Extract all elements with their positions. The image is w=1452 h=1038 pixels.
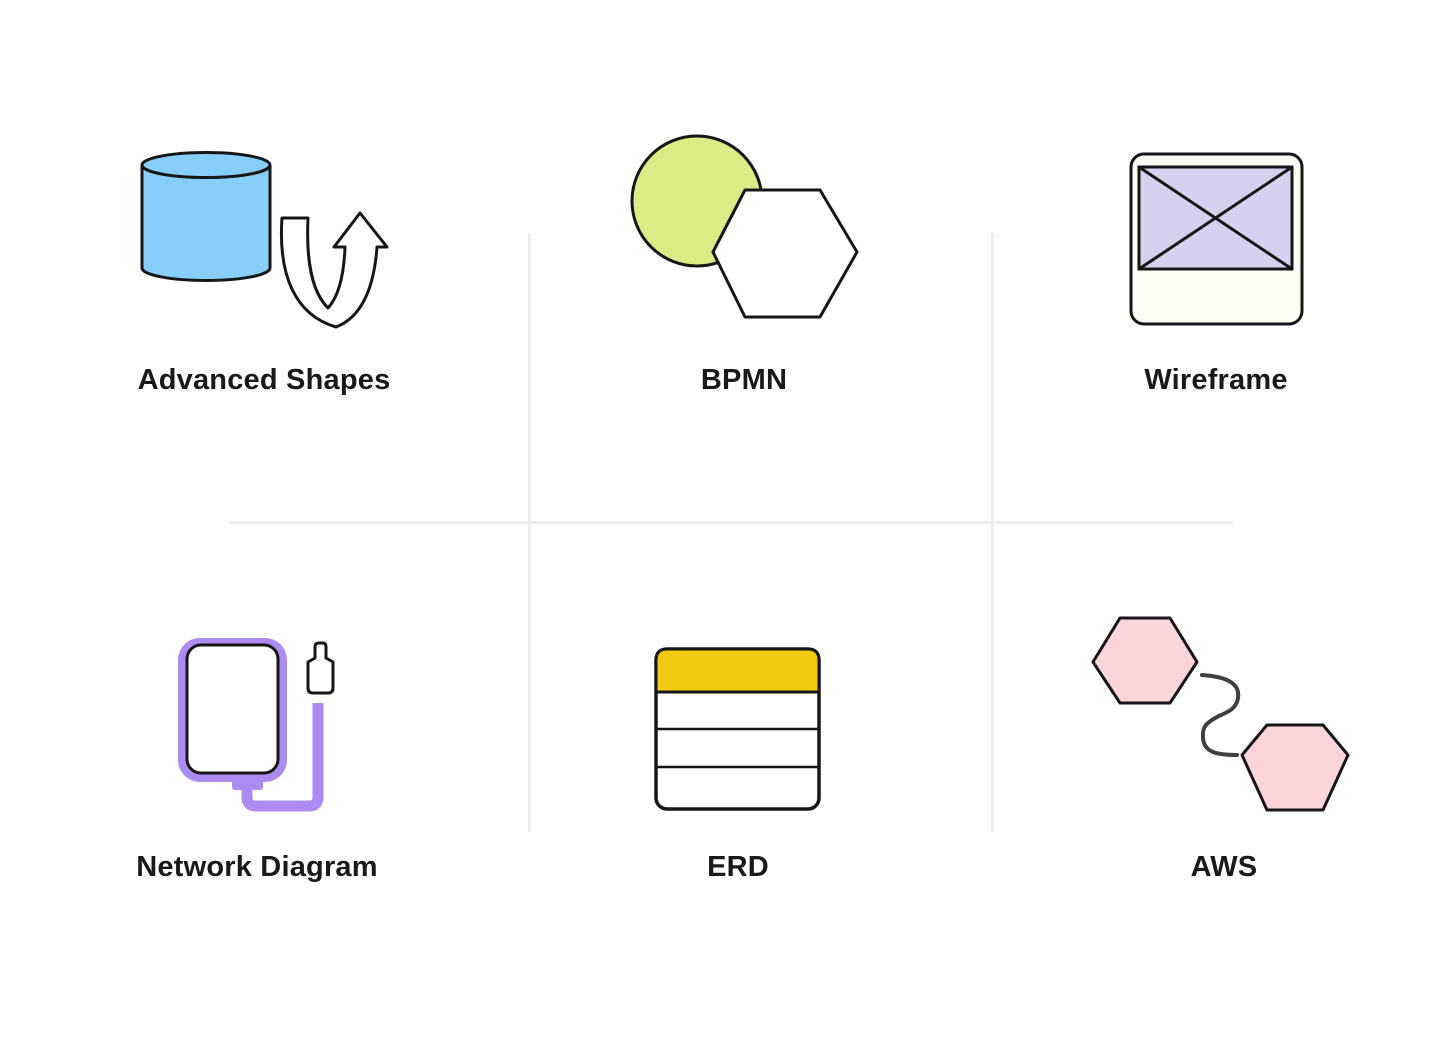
grid-divider-horizontal [230, 521, 1233, 524]
bpmn-hexagon [711, 188, 859, 319]
wireframe-icon [1129, 152, 1304, 326]
category-cell-wireframe[interactable]: Wireframe [992, 0, 1452, 523]
placeholder-diagonal-2 [1138, 165, 1293, 271]
cylinder-body [140, 164, 272, 282]
erd-icon [654, 647, 821, 811]
uturn-arrow [279, 211, 389, 329]
category-cell-bpmn[interactable]: BPMN [529, 0, 992, 523]
bpmn-icon [630, 134, 859, 319]
category-label: Advanced Shapes [137, 364, 391, 396]
category-cell-erd[interactable]: ERD [529, 523, 992, 1038]
device-port-tab [232, 773, 263, 790]
category-cell-aws[interactable]: AWS [992, 523, 1452, 1038]
category-label: AWS [1190, 851, 1258, 883]
category-label: Wireframe [1144, 364, 1288, 396]
usb-connector [306, 641, 335, 695]
grid-divider-vertical-1 [528, 233, 531, 832]
erd-header-row [654, 647, 821, 694]
aws-hexagon-1 [1091, 616, 1199, 705]
category-cell-advanced-shapes[interactable]: Advanced Shapes [0, 0, 529, 523]
category-label: Network Diagram [136, 851, 378, 883]
device-screen [185, 643, 280, 775]
category-label: ERD [707, 851, 769, 883]
cable [241, 703, 324, 812]
category-cell-network-diagram[interactable]: Network Diagram [0, 523, 529, 1038]
advanced-shapes-icon [140, 151, 389, 329]
category-label: BPMN [700, 364, 788, 396]
network-diagram-icon [178, 638, 335, 812]
aws-hexagon-2 [1240, 723, 1350, 812]
aws-icon [1091, 616, 1350, 812]
cylinder-top [140, 151, 272, 179]
grid-divider-vertical-2 [991, 233, 994, 832]
connector-curve [1200, 673, 1241, 757]
